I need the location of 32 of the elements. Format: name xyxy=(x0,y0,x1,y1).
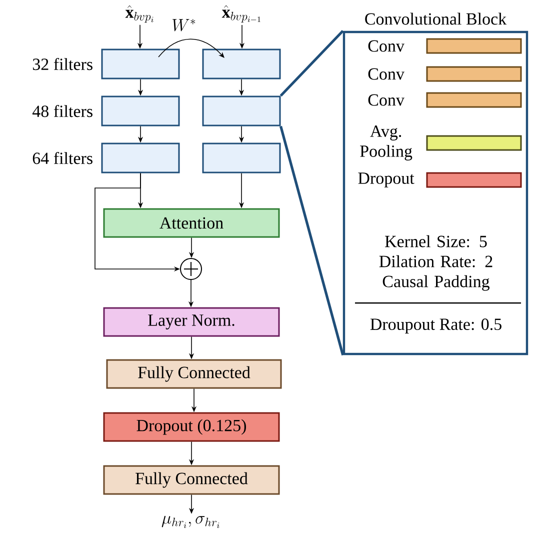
formula-label: $\hat{\mathbf{x}}_{bvp_i}$ xyxy=(125,5,154,23)
layer-box: Fully Connected xyxy=(103,465,280,495)
layer-bar: Dropout xyxy=(358,172,522,188)
formula-label: $\mu_{hr_i}, \sigma_{hr_i}$ xyxy=(162,516,220,528)
node-label: 48 filters xyxy=(32,104,92,118)
layer-bar: Conv xyxy=(368,92,522,108)
formula-label: $\hat{\mathbf{x}}_{bvp_{i-1}}$ xyxy=(222,5,260,22)
layer-bar: Conv xyxy=(368,66,522,82)
edge-label: $W^*$ xyxy=(170,18,198,32)
curved-arrow xyxy=(158,38,224,58)
conv-block-box xyxy=(202,48,281,80)
conv-block-box xyxy=(202,96,281,126)
node-label: Dropout xyxy=(358,172,414,188)
zoom-line xyxy=(279,30,344,356)
conv-block-box: 32 filters xyxy=(32,48,180,80)
layer-bar: Avg. Pooling xyxy=(360,126,522,160)
conv-block-box: 64 filters xyxy=(32,142,180,174)
node-label: Conv xyxy=(368,40,404,52)
conv-block-box: 48 filters xyxy=(32,96,180,126)
layer-box: Fully Connected xyxy=(106,359,282,389)
node-label: 64 filters xyxy=(32,152,92,164)
layer-box: Attention xyxy=(103,208,280,238)
node-label: Conv xyxy=(368,94,404,106)
layer-box: Dropout (0.125) xyxy=(103,412,280,442)
node-label: Convolutional Block xyxy=(365,12,507,25)
conv-block-box xyxy=(202,142,281,174)
node-label: Avg. Pooling xyxy=(360,126,412,160)
layer-bar: Conv xyxy=(368,38,522,54)
node-label: 32 filters xyxy=(32,58,92,70)
add-symbol xyxy=(180,258,202,280)
layer-box: Layer Norm. xyxy=(103,307,280,337)
node-label: Conv xyxy=(368,68,404,80)
